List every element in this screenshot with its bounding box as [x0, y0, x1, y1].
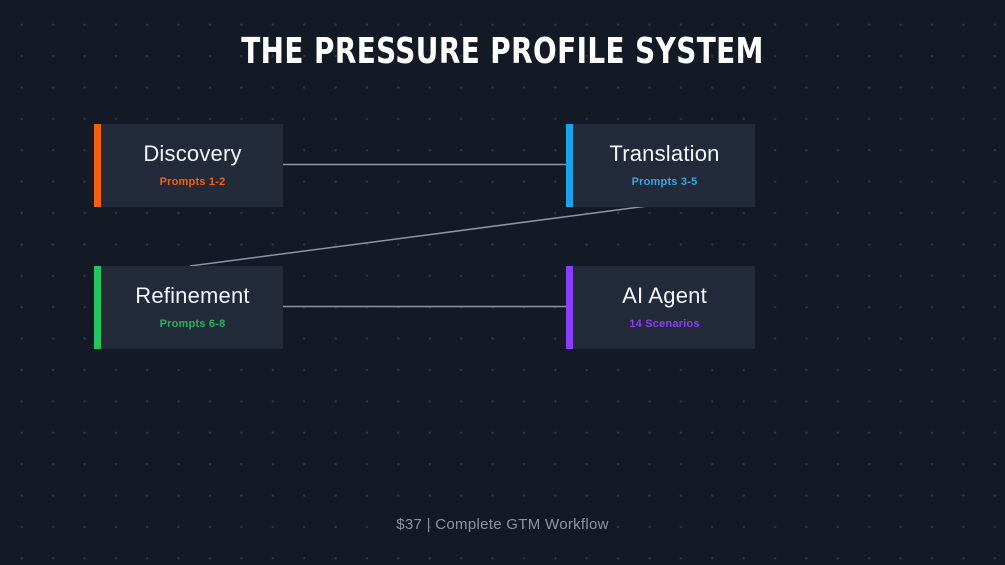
accent-bar-translation: [566, 124, 573, 207]
card-discovery[interactable]: Discovery Prompts 1-2: [94, 124, 283, 207]
card-subtitle-ai-agent: 14 Scenarios: [629, 318, 700, 330]
accent-bar-ai-agent: [566, 266, 573, 349]
card-title-refinement: Refinement: [135, 283, 250, 308]
card-title-ai-agent: AI Agent: [622, 283, 707, 308]
card-title-discovery: Discovery: [143, 141, 242, 166]
footer-pricing-label: $37 | Complete GTM Workflow: [396, 516, 609, 533]
card-title-translation: Translation: [609, 141, 720, 166]
card-refinement[interactable]: Refinement Prompts 6-8: [94, 266, 283, 349]
page-title: THE PRESSURE PROFILE SYSTEM: [241, 31, 764, 72]
card-subtitle-refinement: Prompts 6-8: [159, 318, 226, 330]
accent-bar-discovery: [94, 124, 101, 207]
card-subtitle-translation: Prompts 3-5: [631, 176, 698, 188]
card-translation[interactable]: Translation Prompts 3-5: [566, 124, 755, 207]
connector-translation-to-refinement: [189, 203, 664, 267]
card-subtitle-discovery: Prompts 1-2: [159, 176, 226, 188]
accent-bar-refinement: [94, 266, 101, 349]
card-ai-agent[interactable]: AI Agent 14 Scenarios: [566, 266, 755, 349]
